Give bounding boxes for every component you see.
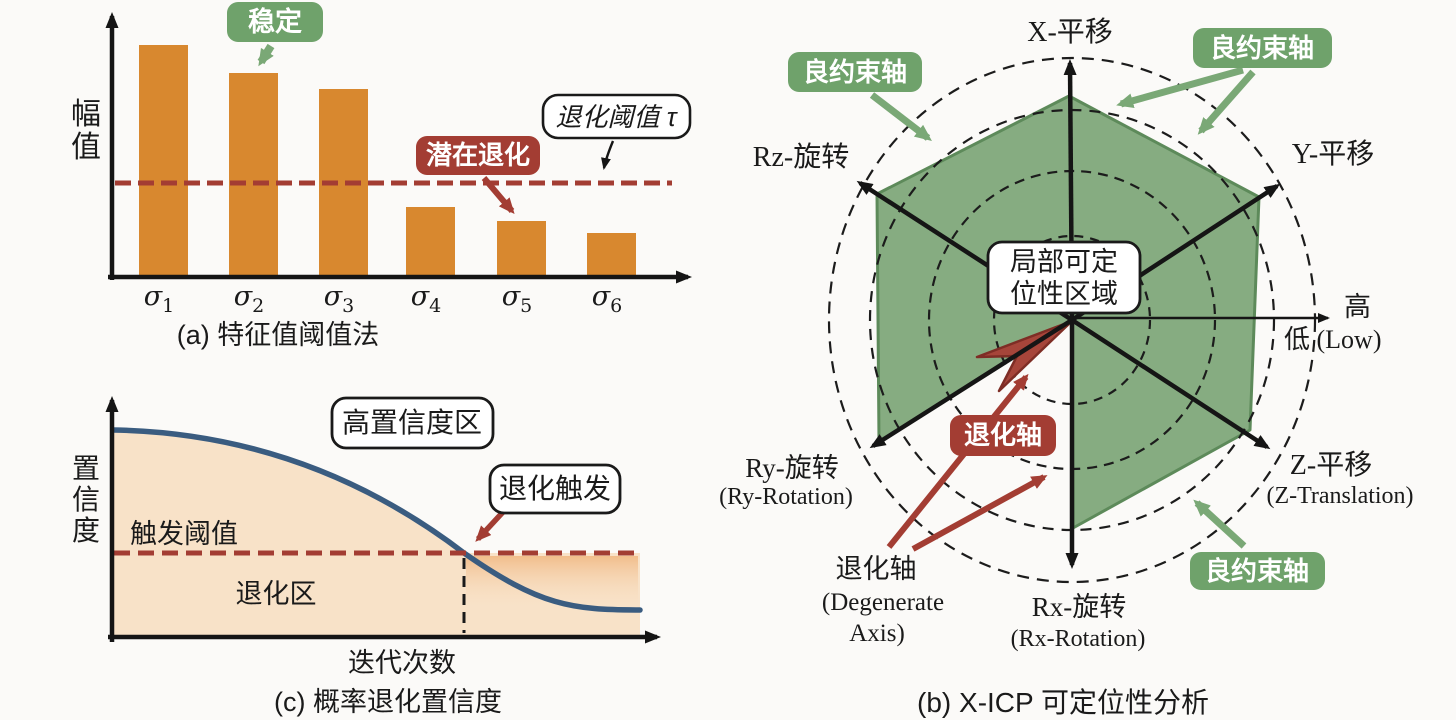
high-confidence-label: 高置信度区 xyxy=(342,407,482,438)
bar-tick-σ4: σ4 xyxy=(411,281,442,317)
stable-label: 稳定 xyxy=(248,6,302,37)
bar-tick-labels: σ1 σ2 σ3 σ4 σ5 σ6 xyxy=(144,281,623,317)
axis-label-z-translation-en: (Z-Translation) xyxy=(1266,483,1413,509)
well-constrained-box-bottomright xyxy=(1190,552,1325,590)
bar-σ6 xyxy=(587,233,636,277)
degenerate-axis-box xyxy=(950,415,1056,456)
bar-σ1 xyxy=(139,45,188,277)
axis-label-ry-rotation-en: (Ry-Rotation) xyxy=(719,484,853,510)
degenerate-annotation-arrow-1 xyxy=(886,373,1029,549)
panel-c-y-axis-label: 置信度 xyxy=(72,453,100,546)
threshold-callout-arrow xyxy=(601,140,615,170)
bar-tick-σ1: σ1 xyxy=(144,281,175,317)
degenerate-caption-en1: (Degenerate xyxy=(822,589,944,616)
potential-degradation-label: 潜在退化 xyxy=(426,140,530,170)
axis-label-rx-rotation: Rx-旋转 xyxy=(1032,592,1127,622)
well-constrained-arrow-topright-2 xyxy=(1197,69,1256,135)
radar-axis-z-translation xyxy=(1070,318,1271,450)
center-region-label-line1: 局部可定 xyxy=(1010,247,1118,277)
bar-tick-σ3: σ3 xyxy=(324,281,355,317)
panel-c: 置信度 迭代次数 触发阈值 退化区 高置信度区 退化触发 (c) 概率退化置信度 xyxy=(72,396,661,717)
axis-label-rz-rotation: Rz-旋转 xyxy=(753,141,849,173)
well-constrained-arrow-topright-1 xyxy=(1116,66,1244,109)
bars-group xyxy=(139,45,636,277)
panel-a-y-axis-label: 幅值 xyxy=(71,98,101,164)
panel-a-caption: (a) 特征值阈值法 xyxy=(177,320,380,350)
trigger-threshold-label: 触发阈值 xyxy=(130,519,238,549)
trigger-annotation-box xyxy=(488,463,622,515)
well-constrained-label-topright: 良约束轴 xyxy=(1210,33,1314,63)
bar-tick-σ5: σ5 xyxy=(502,281,533,317)
radar-axis-ry-rotation xyxy=(869,318,1074,449)
well-constrained-label-topleft: 良约束轴 xyxy=(803,57,907,87)
bar-tick-σ6: σ6 xyxy=(592,281,623,317)
stable-arrow xyxy=(257,43,275,67)
degenerate-axis-box-label: 退化轴 xyxy=(964,420,1042,450)
well-constrained-box-topleft xyxy=(788,52,922,92)
axis-label-x-translation: X-平移 xyxy=(1027,16,1113,48)
high-confidence-box xyxy=(330,396,495,450)
confidence-curve xyxy=(110,427,643,613)
radar-ring-1 xyxy=(992,234,1152,406)
potential-degradation-box xyxy=(416,136,540,175)
scale-low-label: 低 (Low) xyxy=(1284,325,1381,354)
bar-σ5 xyxy=(497,221,546,277)
trigger-annotation-label: 退化触发 xyxy=(499,473,611,504)
panel-b-caption: (b) X-ICP 可定位性分析 xyxy=(917,687,1209,718)
panel-c-x-axis-label: 迭代次数 xyxy=(348,648,456,678)
degraded-region-label: 退化区 xyxy=(236,579,317,609)
radar-ring-4 xyxy=(827,56,1317,584)
degenerate-caption-zh: 退化轴 xyxy=(836,554,917,584)
axis-label-z-translation: Z-平移 xyxy=(1290,449,1372,481)
bar-tick-σ2: σ2 xyxy=(234,281,265,317)
bar-σ4 xyxy=(406,207,455,277)
threshold-box xyxy=(541,93,692,140)
axis-label-rx-rotation-en: (Rx-Rotation) xyxy=(1011,626,1146,652)
well-constrained-box-topright xyxy=(1193,28,1332,68)
bar-σ2 xyxy=(229,73,278,277)
potential-degradation-arrow xyxy=(481,176,515,215)
well-constrained-label-bottomright: 良约束轴 xyxy=(1205,556,1309,586)
axis-label-ry-rotation: Ry-旋转 xyxy=(745,453,838,483)
stable-box xyxy=(227,2,323,42)
panel-a: 幅值 σ1 σ2 σ3 σ4 σ5 σ6 稳定 潜在退化 退化阈值 τ (a) 特征值阈值… xyxy=(71,2,692,350)
scale-high-label: 高 xyxy=(1344,292,1371,322)
panel-c-caption: (c) 概率退化置信度 xyxy=(274,687,502,717)
degenerate-annotation-arrow-2 xyxy=(911,474,1048,552)
center-region-box xyxy=(986,240,1142,315)
well-constrained-arrow-topleft xyxy=(869,92,932,142)
degenerate-caption-en2: Axis) xyxy=(849,620,905,647)
trigger-annotation-arrow xyxy=(475,510,506,542)
center-region-label-line2: 位性区域 xyxy=(1010,279,1118,309)
well-constrained-arrow-bottomright xyxy=(1193,499,1247,549)
threshold-label: 退化阈值 τ xyxy=(556,102,679,132)
panel-b: 高 低 (Low) 退化轴 良约束轴 良约束轴 良约束轴 局部可定 位性区域 X… xyxy=(719,16,1413,718)
axis-label-y-translation: Y-平移 xyxy=(1292,138,1374,170)
